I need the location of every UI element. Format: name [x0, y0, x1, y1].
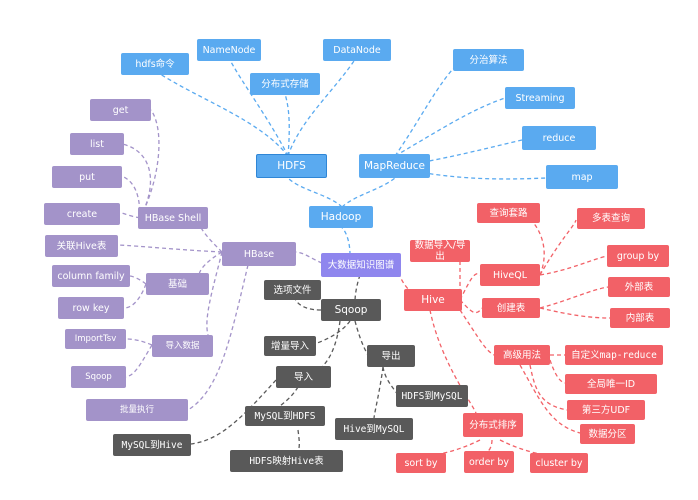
basics-node[interactable]: 基础: [146, 273, 209, 295]
importtsv-node[interactable]: ImportTsv: [65, 329, 126, 349]
advanced-usage-node[interactable]: 高级用法: [494, 345, 550, 365]
global-unique-id-node[interactable]: 全局唯一ID: [565, 374, 657, 394]
batch-exec-node[interactable]: 批量执行: [86, 399, 188, 421]
row-key-node[interactable]: row key: [58, 297, 124, 319]
sqoop-export-node[interactable]: 导出: [367, 345, 415, 367]
data-partition-node[interactable]: 数据分区: [580, 424, 635, 444]
hive-node[interactable]: Hive: [404, 289, 462, 311]
create-table-node[interactable]: 创建表: [482, 298, 540, 318]
related-hive-table-node[interactable]: 关联Hive表: [45, 235, 118, 257]
hdfs-node[interactable]: HDFS: [256, 154, 327, 178]
hbase-sqoop-node[interactable]: Sqoop: [71, 366, 126, 388]
put-node[interactable]: put: [52, 166, 122, 188]
hdfs-command-node[interactable]: hdfs命令: [121, 53, 189, 75]
mysql-to-hive-node[interactable]: MySQL到Hive: [113, 434, 191, 456]
get-node[interactable]: get: [90, 99, 151, 121]
sort-by-node[interactable]: sort by: [396, 453, 446, 473]
query-pattern-node[interactable]: 查询套路: [477, 203, 540, 223]
cluster-by-node[interactable]: cluster by: [530, 453, 588, 473]
create-node[interactable]: create: [44, 203, 120, 225]
list-node[interactable]: list: [70, 133, 124, 155]
data-import-export-node[interactable]: 数据导入/导出: [410, 240, 470, 262]
multi-table-query-node[interactable]: 多表查询: [577, 208, 645, 229]
distributed-sort-node[interactable]: 分布式排序: [463, 413, 523, 437]
hdfs-map-hive-table-node[interactable]: HDFS映射Hive表: [230, 450, 343, 472]
datanode-node[interactable]: DataNode: [323, 39, 391, 61]
map-node[interactable]: map: [546, 165, 618, 189]
reduce-node[interactable]: reduce: [522, 126, 596, 150]
namenode-node[interactable]: NameNode: [197, 39, 261, 61]
options-file-node[interactable]: 选项文件: [264, 280, 321, 300]
third-party-udf-node[interactable]: 第三方UDF: [567, 400, 645, 420]
divide-conquer-node[interactable]: 分治算法: [453, 49, 524, 71]
mysql-to-hdfs-node[interactable]: MySQL到HDFS: [245, 406, 325, 426]
import-data-node[interactable]: 导入数据: [152, 335, 213, 357]
distributed-storage-node[interactable]: 分布式存储: [250, 73, 320, 95]
mapreduce-node[interactable]: MapReduce: [359, 154, 430, 178]
streaming-node[interactable]: Streaming: [505, 87, 575, 109]
sqoop-import-node[interactable]: 导入: [276, 366, 331, 388]
external-table-node[interactable]: 外部表: [608, 277, 670, 297]
order-by-node[interactable]: order by: [464, 451, 514, 473]
root-node[interactable]: 大数据知识图谱: [321, 253, 401, 277]
group-by-node[interactable]: group by: [607, 245, 669, 267]
hdfs-to-mysql-node[interactable]: HDFS到MySQL: [396, 385, 468, 407]
hbase-shell-node[interactable]: HBase Shell: [138, 207, 208, 229]
hbase-node[interactable]: HBase: [222, 242, 296, 266]
hiveql-node[interactable]: HiveQL: [480, 264, 540, 286]
hadoop-node[interactable]: Hadoop: [309, 206, 373, 228]
column-family-node[interactable]: column family: [52, 265, 130, 287]
hive-to-mysql-node[interactable]: Hive到MySQL: [335, 418, 413, 440]
sqoop-node[interactable]: Sqoop: [321, 299, 381, 321]
incremental-import-node[interactable]: 增量导入: [264, 336, 316, 356]
internal-table-node[interactable]: 内部表: [610, 308, 670, 328]
custom-mapreduce-node[interactable]: 自定义map-reduce: [565, 345, 663, 365]
